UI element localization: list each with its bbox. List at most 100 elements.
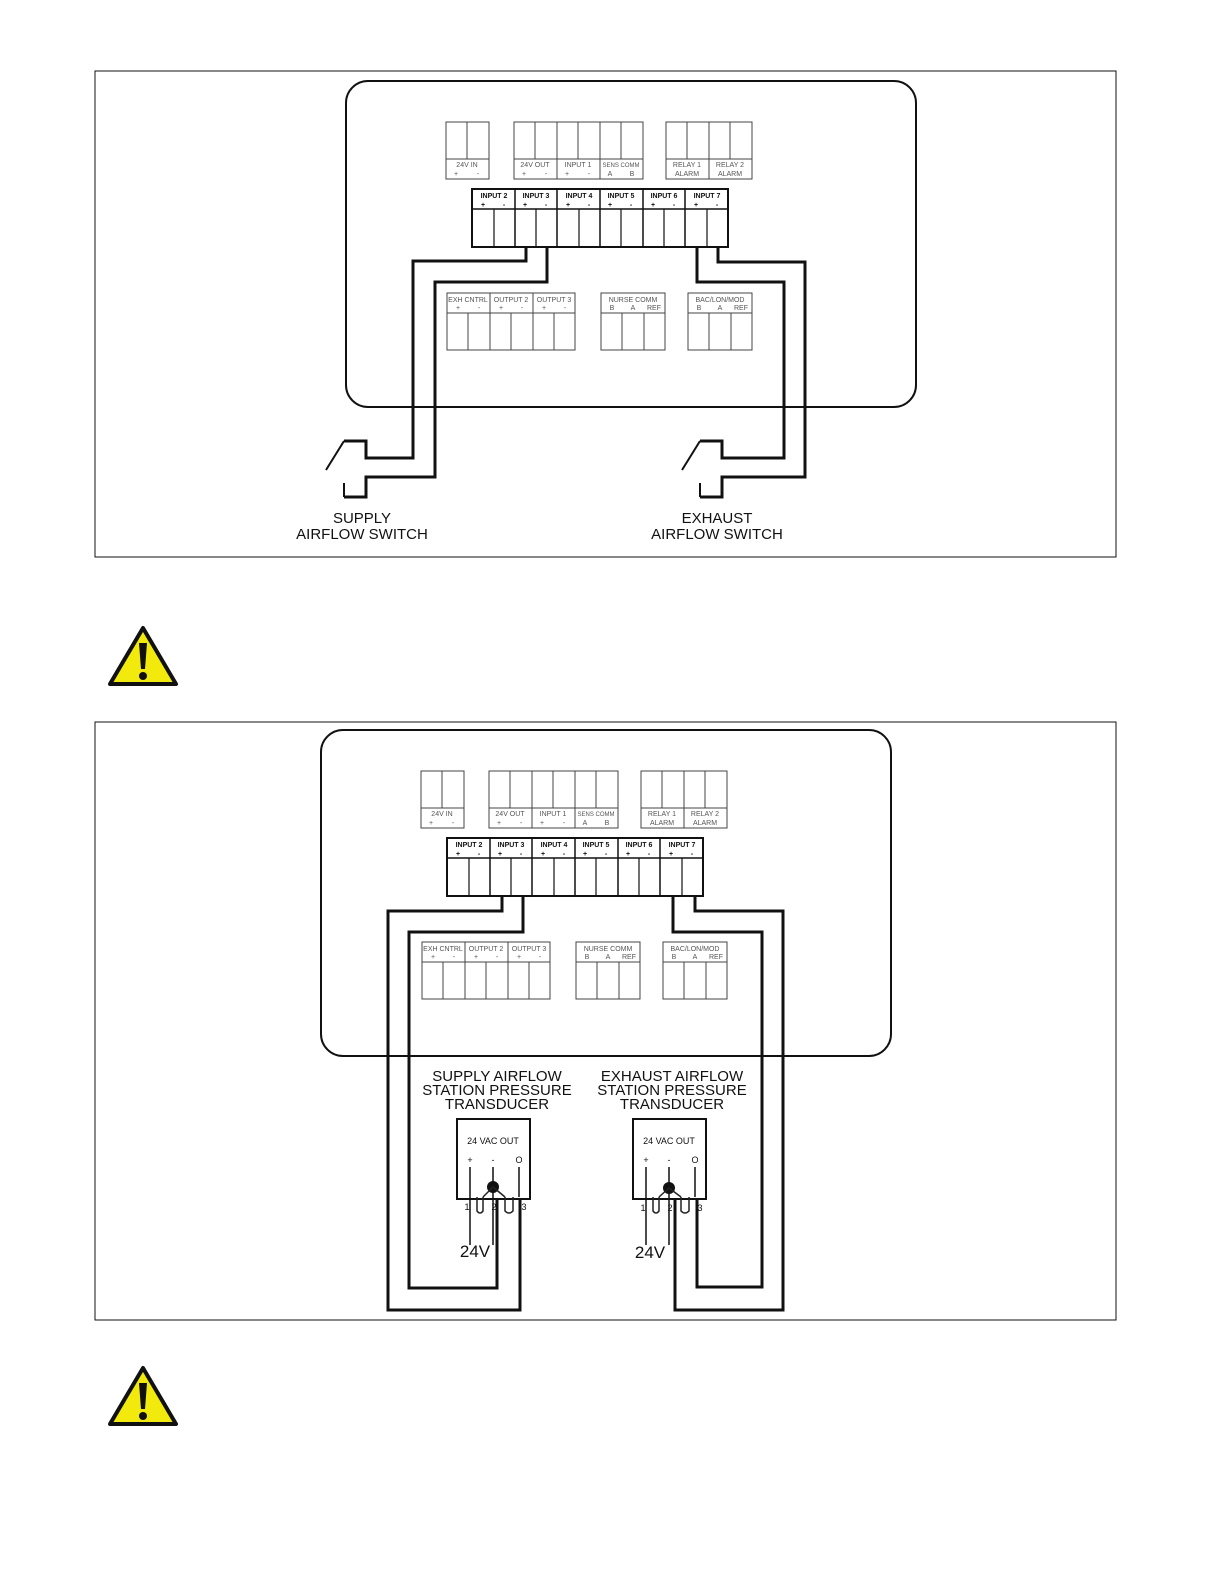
terminal-label: 24V IN xyxy=(456,162,477,169)
output-label: OUTPUT 3 xyxy=(512,946,547,953)
input-label: INPUT 3 xyxy=(498,842,525,849)
input-label: INPUT 3 xyxy=(523,193,550,200)
polarity-minus: - xyxy=(588,171,591,178)
sens-a: A xyxy=(583,820,588,827)
svg-text:-: - xyxy=(492,1155,495,1165)
polarity-minus: - xyxy=(503,202,506,209)
terminal-label: 24V OUT xyxy=(495,811,525,818)
svg-text:3: 3 xyxy=(521,1202,526,1212)
terminal-label: RELAY 2 xyxy=(716,162,744,169)
polarity-plus: + xyxy=(499,305,503,312)
input-label: INPUT 2 xyxy=(456,842,483,849)
exhaust-transducer: 24 VAC OUT + - O 1 2 3 24V xyxy=(632,1118,707,1262)
input-label: INPUT 6 xyxy=(626,842,653,849)
polarity-minus: - xyxy=(520,851,523,858)
board-labels: 24V IN 24V OUT INPUT 1 SENS COMM RELAY 1 RELA… xyxy=(448,162,748,312)
relay-sub: ALARM xyxy=(675,171,699,178)
polarity-plus: + xyxy=(540,820,544,827)
polarity-plus: + xyxy=(523,202,527,209)
polarity-plus: + xyxy=(694,202,698,209)
pin-label: B xyxy=(697,305,702,312)
polarity-minus: - xyxy=(545,202,548,209)
pin-label: REF xyxy=(709,954,723,961)
terminal-label: 24V IN xyxy=(431,811,452,818)
supply-transducer-label-2: STATION PRESSURE xyxy=(422,1082,571,1099)
polarity-plus: + xyxy=(456,305,460,312)
relay-sub: ALARM xyxy=(693,820,717,827)
pin-label: B xyxy=(585,954,590,961)
polarity-plus: + xyxy=(669,851,673,858)
polarity-plus: + xyxy=(522,171,526,178)
polarity-plus: + xyxy=(429,820,433,827)
svg-text:O: O xyxy=(691,1155,698,1165)
polarity-minus: - xyxy=(648,851,651,858)
exhaust-transducer-label-1: EXHAUST AIRFLOW xyxy=(601,1068,744,1085)
polarity-minus: - xyxy=(521,305,524,312)
pin-label: B xyxy=(672,954,677,961)
svg-text:1: 1 xyxy=(640,1203,645,1213)
nurse-comm-label: NURSE COMM xyxy=(609,297,658,304)
polarity-minus: - xyxy=(588,202,591,209)
bac-label: BAC/LON/MOD xyxy=(670,946,719,953)
input-label: INPUT 7 xyxy=(669,842,696,849)
exhaust-switch-label-2: AIRFLOW SWITCH xyxy=(651,526,783,543)
warning-icon xyxy=(108,1366,178,1426)
polarity-minus: - xyxy=(673,202,676,209)
polarity-plus: + xyxy=(474,954,478,961)
terminal-label: RELAY 2 xyxy=(691,811,719,818)
relay-sub: ALARM xyxy=(650,820,674,827)
pin-label: REF xyxy=(734,305,748,312)
input-label: INPUT 4 xyxy=(541,842,568,849)
polarity-plus: + xyxy=(651,202,655,209)
pin-label: A xyxy=(631,305,636,312)
polarity-minus: - xyxy=(630,202,633,209)
input-label: INPUT 2 xyxy=(481,193,508,200)
polarity-plus: + xyxy=(454,171,458,178)
terminal-label: SENS COMM xyxy=(602,163,639,169)
pin-label: A xyxy=(606,954,611,961)
input-label: INPUT 5 xyxy=(583,842,610,849)
svg-text:1: 1 xyxy=(464,1202,469,1212)
input-label: INPUT 7 xyxy=(694,193,721,200)
supply-transducer-title: 24 VAC OUT xyxy=(467,1136,519,1146)
bac-label: BAC/LON/MOD xyxy=(695,297,744,304)
polarity-plus: + xyxy=(456,851,460,858)
supply-switch-label-2: AIRFLOW SWITCH xyxy=(296,526,428,543)
diagram-airflow-switch: 24V IN 24V OUT INPUT 1 SENS COMM RELAY 1 RELA… xyxy=(94,70,1117,558)
polarity-plus: + xyxy=(497,820,501,827)
exhaust-transducer-title: 24 VAC OUT xyxy=(643,1136,695,1146)
polarity-minus: - xyxy=(716,202,719,209)
supply-transducer-label-1: SUPPLY AIRFLOW xyxy=(432,1068,562,1085)
terminal-label: RELAY 1 xyxy=(673,162,701,169)
input-label: INPUT 6 xyxy=(651,193,678,200)
polarity-plus: + xyxy=(583,851,587,858)
pin-label: A xyxy=(693,954,698,961)
svg-text:2: 2 xyxy=(667,1203,672,1213)
polarity-minus: - xyxy=(605,851,608,858)
output-label: OUTPUT 2 xyxy=(494,297,529,304)
input-label: INPUT 4 xyxy=(566,193,593,200)
terminal-label: 24V OUT xyxy=(520,162,550,169)
svg-text:3: 3 xyxy=(697,1203,702,1213)
pin-label: REF xyxy=(622,954,636,961)
input-label: INPUT 5 xyxy=(608,193,635,200)
svg-text:+: + xyxy=(467,1155,472,1165)
polarity-minus: - xyxy=(453,954,456,961)
supply-transducer-label-3: TRANSDUCER xyxy=(445,1096,549,1113)
exhaust-transducer-label-3: TRANSDUCER xyxy=(620,1096,724,1113)
polarity-plus: + xyxy=(541,851,545,858)
terminal-label: INPUT 1 xyxy=(565,162,592,169)
warning-icon xyxy=(108,626,178,686)
pin-label: B xyxy=(610,305,615,312)
polarity-minus: - xyxy=(564,305,567,312)
polarity-plus: + xyxy=(498,851,502,858)
polarity-plus: + xyxy=(431,954,435,961)
pin-label: A xyxy=(718,305,723,312)
polarity-minus: - xyxy=(478,305,481,312)
sens-a: A xyxy=(608,171,613,178)
output-label: OUTPUT 2 xyxy=(469,946,504,953)
terminal-label: INPUT 1 xyxy=(540,811,567,818)
